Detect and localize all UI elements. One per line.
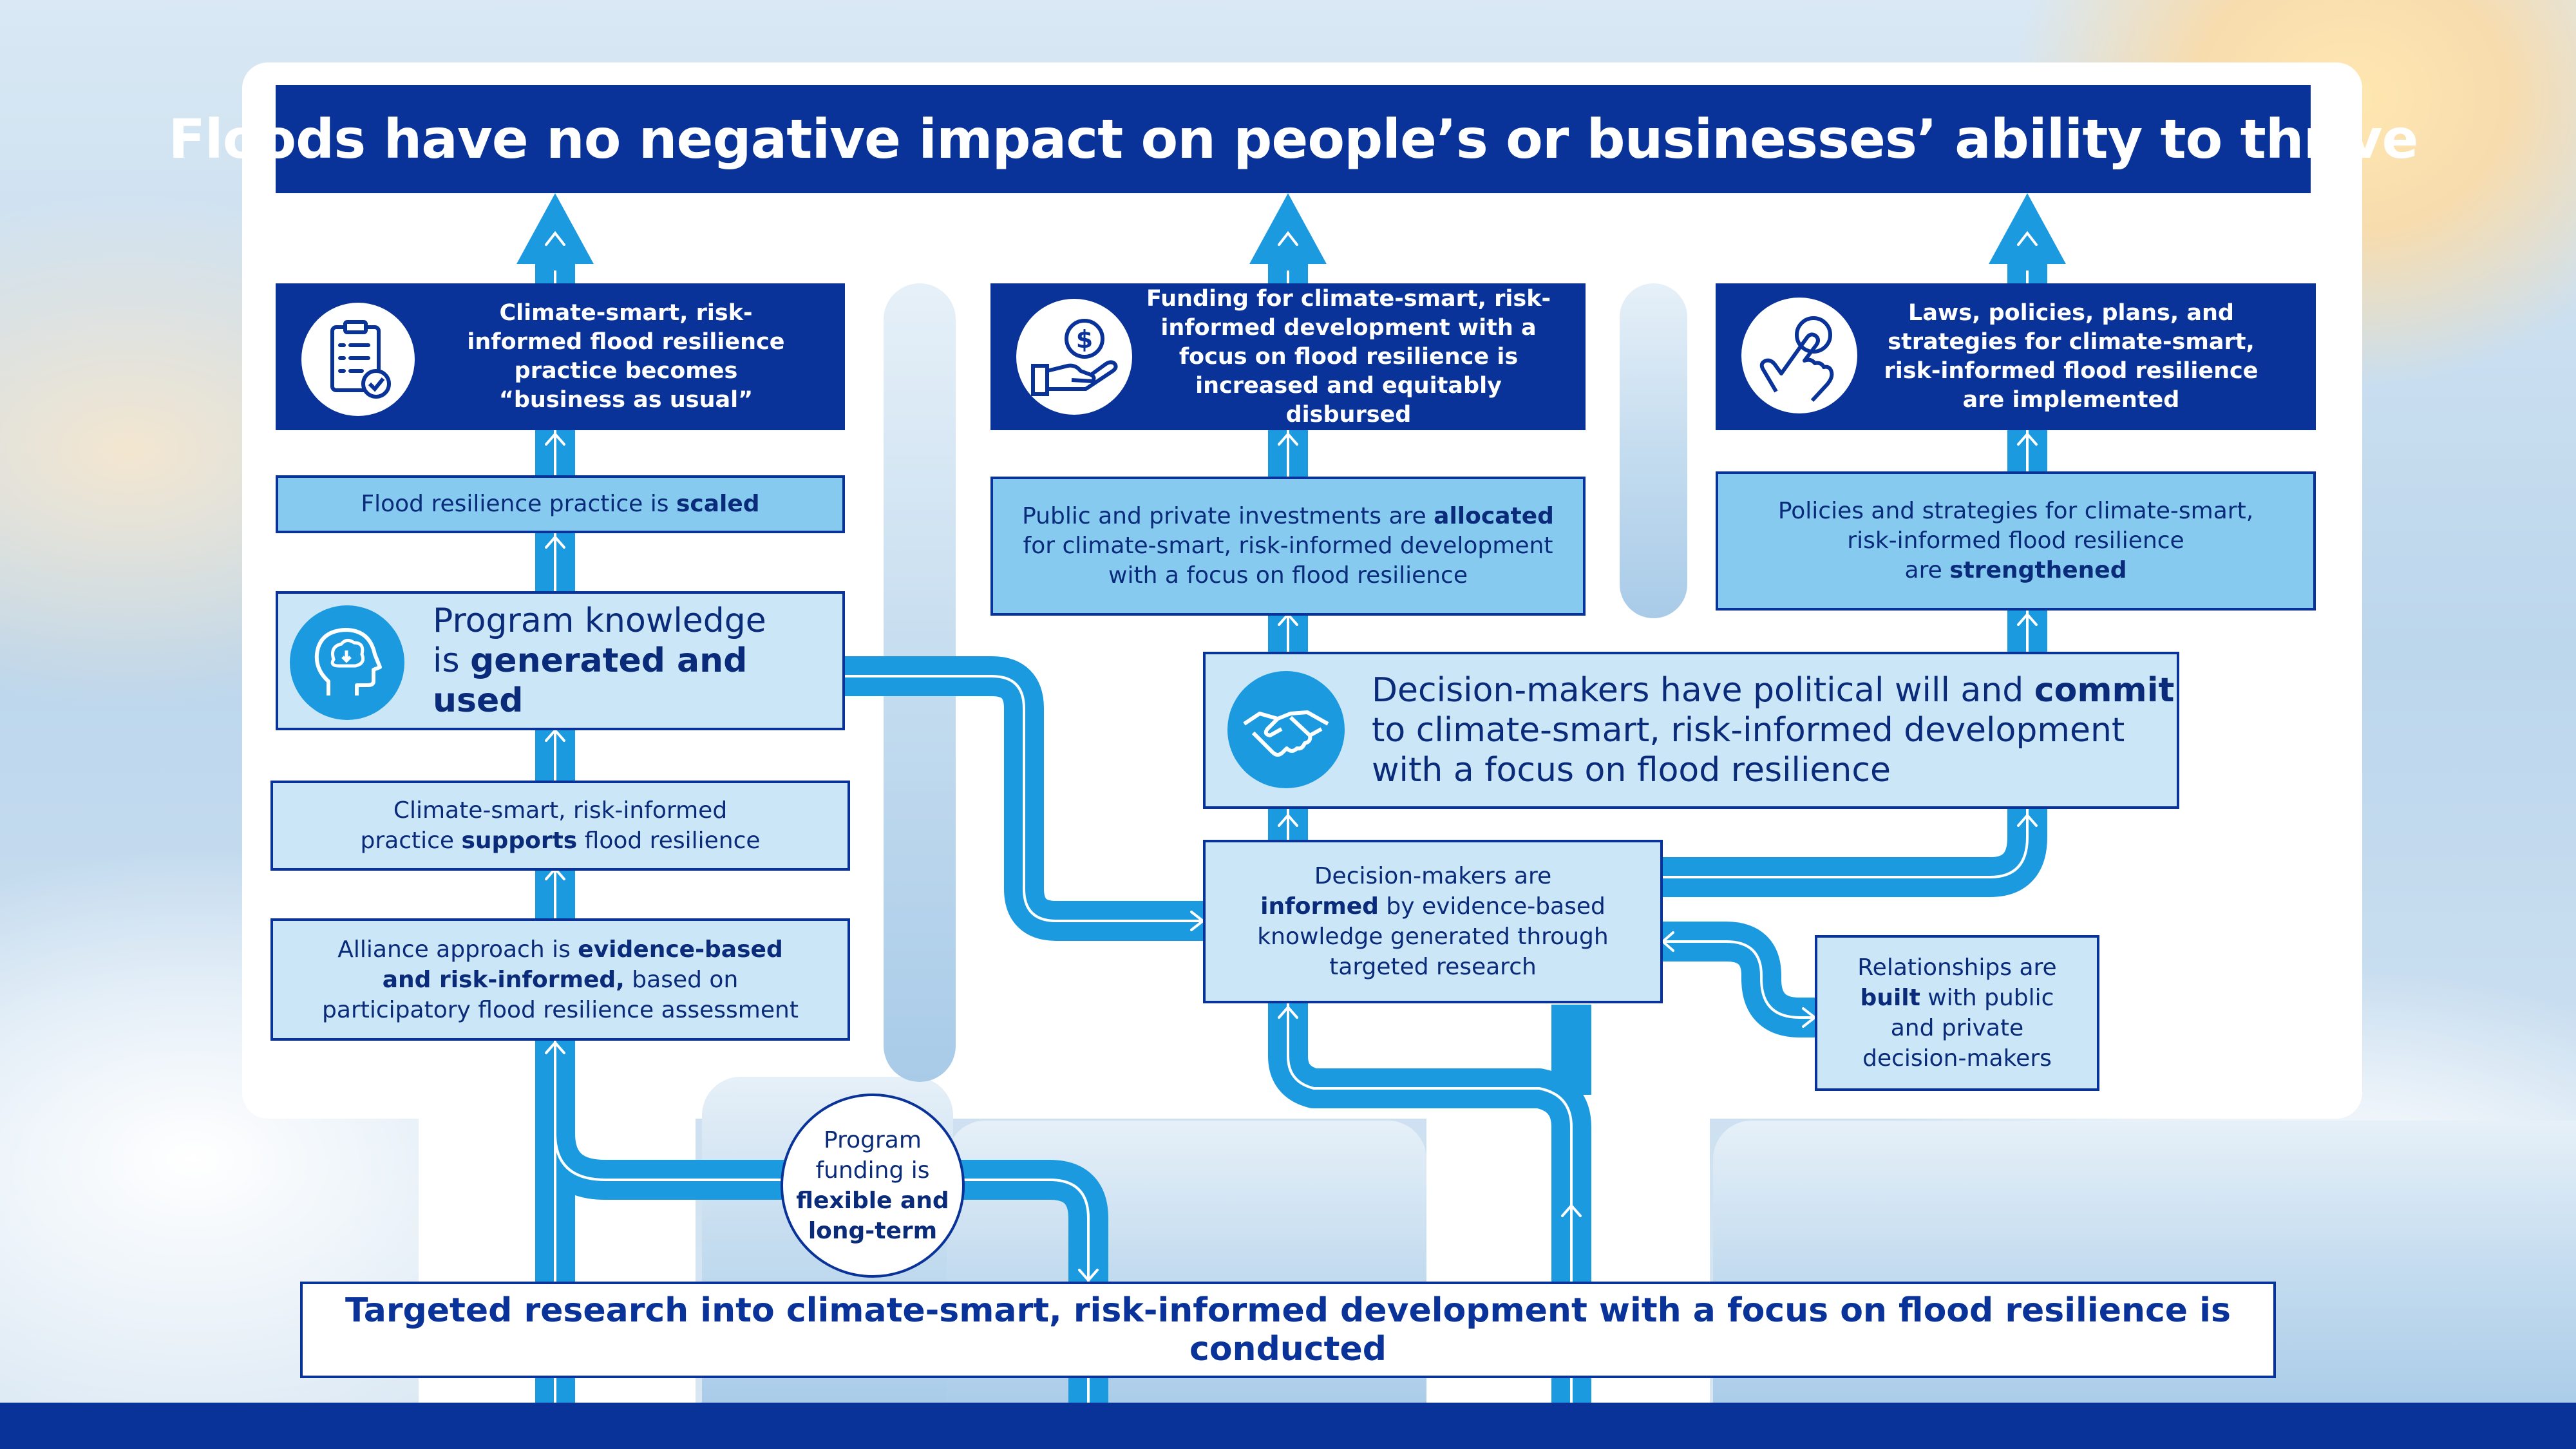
policies-pre: are <box>1904 557 1950 583</box>
outcome-funding-text: Funding for climate-smart, risk-informed… <box>1146 285 1551 428</box>
relationships-bold: built <box>1860 985 1920 1011</box>
bottom-band <box>0 1403 2576 1449</box>
outcome-laws-text: Laws, policies, plans, and strategies fo… <box>1884 300 2259 413</box>
commit-line3: with a focus on flood resilience <box>1372 751 1891 790</box>
commit-text: Decision-makers have political will and … <box>1372 670 2174 790</box>
investments-line3: with a focus on flood resilience <box>1108 562 1468 589</box>
commit-line1: Decision-makers have political will and … <box>1372 670 2174 710</box>
supports-text: Climate-smart, risk-informed practice su… <box>360 795 760 856</box>
commit-box: Decision-makers have political will and … <box>1203 652 2179 809</box>
funding-line1: Program <box>824 1127 922 1153</box>
relationships-line3: and private <box>1890 1015 2024 1041</box>
relationships-line1: Relationships are <box>1857 954 2057 981</box>
informed-line2: informed by evidence-based <box>1257 891 1608 922</box>
policies-line1: Policies and strategies for climate-smar… <box>1777 498 2254 524</box>
supports-box: Climate-smart, risk-informed practice su… <box>270 781 850 871</box>
policies-box: Policies and strategies for climate-smar… <box>1716 471 2316 611</box>
alliance-box: Alliance approach is evidence-based and … <box>270 918 850 1041</box>
alliance-text: Alliance approach is evidence-based and … <box>322 934 799 1025</box>
supports-bold: supports <box>461 828 578 854</box>
goal-title-bar: Floods have no negative impact on people… <box>169 85 2418 193</box>
svg-text:$: $ <box>1076 325 1093 354</box>
commit-bold: commit <box>2034 671 2175 710</box>
supports-post: flood resilience <box>577 828 761 854</box>
sky-window-right-tall <box>1620 283 1687 618</box>
relationships-line2: built with public <box>1857 983 2056 1013</box>
policies-line3: are strengthened <box>1778 556 2253 585</box>
relationships-text: Relationships are built with public and … <box>1857 952 2056 1074</box>
investments-pre: Public and private investments are <box>1022 503 1434 529</box>
touch-hand-icon <box>1741 298 1857 413</box>
handshake-icon <box>1227 671 1345 788</box>
alliance-line3: participatory flood resilience assessmen… <box>322 996 799 1023</box>
alliance-post: based on <box>624 966 739 993</box>
supports-line1: Climate-smart, risk-informed <box>393 797 728 824</box>
informed-text: Decision-makers are informed by evidence… <box>1257 861 1608 982</box>
investments-box: Public and private investments are alloc… <box>990 477 1586 616</box>
scaled-text: Flood resilience practice is scaled <box>361 489 759 519</box>
alliance-line1: Alliance approach is evidence-based <box>322 934 799 965</box>
commit-pre: Decision-makers have political will and <box>1372 671 2034 710</box>
funding-bold2: long-term <box>808 1218 938 1244</box>
relationships-post: with public <box>1920 985 2054 1011</box>
policies-text: Policies and strategies for climate-smar… <box>1778 497 2253 585</box>
foundation-box: Targeted research into climate-smart, ri… <box>300 1282 2276 1378</box>
knowledge-line1: Program knowledge <box>433 601 766 640</box>
alliance-line2: and risk-informed, based on <box>322 965 799 995</box>
alliance-pre: Alliance approach is <box>337 936 578 963</box>
scaled-pre: Flood resilience practice is <box>361 491 676 517</box>
knowledge-line2: is generated and used <box>433 641 842 721</box>
scaled-bold: scaled <box>676 491 760 517</box>
head-brain-icon <box>290 605 404 720</box>
alliance-bold2: and risk-informed, <box>382 966 625 993</box>
money-hand-icon: $ <box>1016 299 1132 415</box>
knowledge-text: Program knowledge is generated and used <box>433 601 842 721</box>
investments-line1: Public and private investments are alloc… <box>1022 502 1554 531</box>
alliance-bold1: evidence-based <box>578 936 783 963</box>
scaled-box: Flood resilience practice is scaled <box>276 475 845 533</box>
policies-bold: strengthened <box>1949 557 2127 583</box>
supports-pre: practice <box>360 828 462 854</box>
supports-line2: practice supports flood resilience <box>360 826 760 856</box>
informed-bold: informed <box>1260 893 1379 920</box>
knowledge-pre: is <box>433 641 471 680</box>
funding-bold1: flexible and <box>796 1188 949 1214</box>
investments-line2: for climate-smart, risk-informed develop… <box>1023 533 1553 559</box>
knowledge-bold: generated and used <box>433 641 748 720</box>
informed-line3: knowledge generated through <box>1257 923 1609 950</box>
commit-line2: to climate-smart, risk-informed developm… <box>1372 711 2125 750</box>
informed-line4: targeted research <box>1329 954 1537 980</box>
relationships-box: Relationships are built with public and … <box>1815 935 2099 1091</box>
checklist-icon <box>301 303 415 416</box>
policies-line2: risk-informed flood resilience <box>1847 527 2184 554</box>
funding-line2: funding is <box>815 1157 930 1184</box>
investments-bold: allocated <box>1434 503 1554 529</box>
goal-title: Floods have no negative impact on people… <box>168 108 2419 171</box>
informed-line1: Decision-makers are <box>1314 863 1552 889</box>
program-funding-text: Program funding is flexible and long-ter… <box>796 1125 949 1246</box>
program-funding-circle: Program funding is flexible and long-ter… <box>781 1094 965 1278</box>
foundation-text: Targeted research into climate-smart, ri… <box>345 1291 2231 1368</box>
informed-box: Decision-makers are informed by evidence… <box>1203 840 1663 1003</box>
investments-text: Public and private investments are alloc… <box>1022 502 1554 591</box>
informed-post: by evidence-based <box>1378 893 1605 920</box>
outcome-practice-text: Climate-smart, risk-informed flood resil… <box>467 300 785 413</box>
relationships-line4: decision-makers <box>1862 1045 2052 1072</box>
